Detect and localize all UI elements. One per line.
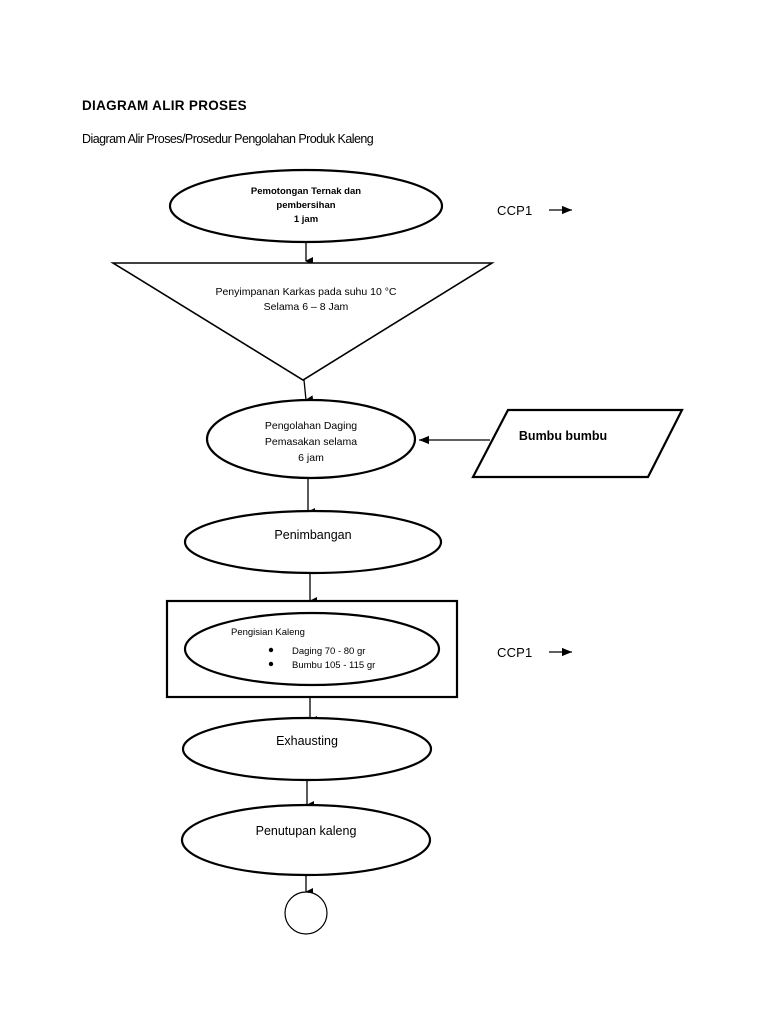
ellipse-shape: [205, 398, 417, 480]
node-penyimpanan-line1: Penyimpanan Karkas pada suhu 10 °C: [215, 286, 396, 298]
node-pengolahan-line3: 6 jam: [298, 452, 324, 464]
page-subtitle: Diagram Alir Proses/Prosedur Pengolahan …: [82, 132, 374, 146]
parallelogram-shape: [471, 408, 684, 479]
node-pengisian-label: Pengisian Kaleng: [231, 627, 305, 638]
node-pengisian-kaleng[interactable]: Pengisian Kaleng Daging 70 - 80 gr Bumbu…: [165, 599, 459, 699]
node-bumbu-bumbu[interactable]: Bumbu bumbu: [471, 408, 684, 479]
node-terminal-connector[interactable]: [284, 891, 328, 935]
node-pengolahan-daging[interactable]: Pengolahan Daging Pemasakan selama 6 jam: [205, 398, 417, 480]
ellipse-shape: [181, 716, 433, 782]
ellipse-shape: [180, 803, 432, 877]
inverted-triangle-shape: [110, 262, 495, 381]
circle-shape: [284, 891, 328, 935]
node-exhausting-label: Exhausting: [276, 734, 338, 748]
node-penimbangan-label: Penimbangan: [274, 528, 351, 542]
ellipse-shape: [183, 611, 441, 687]
node-penutupan-kaleng[interactable]: Penutupan kaleng: [180, 803, 432, 877]
node-pemotongan-line3: 1 jam: [294, 214, 318, 225]
annotation-ccp1-top-label: CCP1: [497, 203, 532, 218]
page-title: DIAGRAM ALIR PROSES: [82, 98, 247, 113]
node-bumbu-label: Bumbu bumbu: [519, 429, 607, 443]
annotation-ccp1-top: CCP1: [497, 203, 572, 218]
bullet-point-icon: [268, 661, 274, 667]
node-pengisian-bullet-2: Bumbu 105 - 115 gr: [292, 660, 375, 671]
node-penutupan-label: Penutupan kaleng: [256, 824, 357, 838]
node-pengisian-bullet-1: Daging 70 - 80 gr: [292, 646, 365, 657]
node-pemotongan-line1: Pemotongan Ternak dan: [251, 186, 361, 197]
node-exhausting[interactable]: Exhausting: [181, 716, 433, 782]
node-pemotongan-ternak[interactable]: Pemotongan Ternak dan pembersihan 1 jam: [168, 168, 444, 244]
node-penyimpanan-line2: Selama 6 – 8 Jam: [264, 301, 349, 313]
node-penimbangan[interactable]: Penimbangan: [183, 509, 443, 575]
node-pemotongan-line2: pembersihan: [276, 200, 335, 211]
node-pengolahan-line1: Pengolahan Daging: [265, 420, 357, 432]
ellipse-shape: [183, 509, 443, 575]
node-penyimpanan-karkas[interactable]: Penyimpanan Karkas pada suhu 10 °C Selam…: [110, 262, 495, 381]
annotation-ccp1-bottom-label: CCP1: [497, 645, 532, 660]
bullet-point-icon: [268, 647, 274, 653]
annotation-ccp1-bottom: CCP1: [497, 645, 572, 660]
node-pengolahan-line2: Pemasakan selama: [265, 436, 357, 448]
connector-n2-n3: [303, 379, 314, 404]
